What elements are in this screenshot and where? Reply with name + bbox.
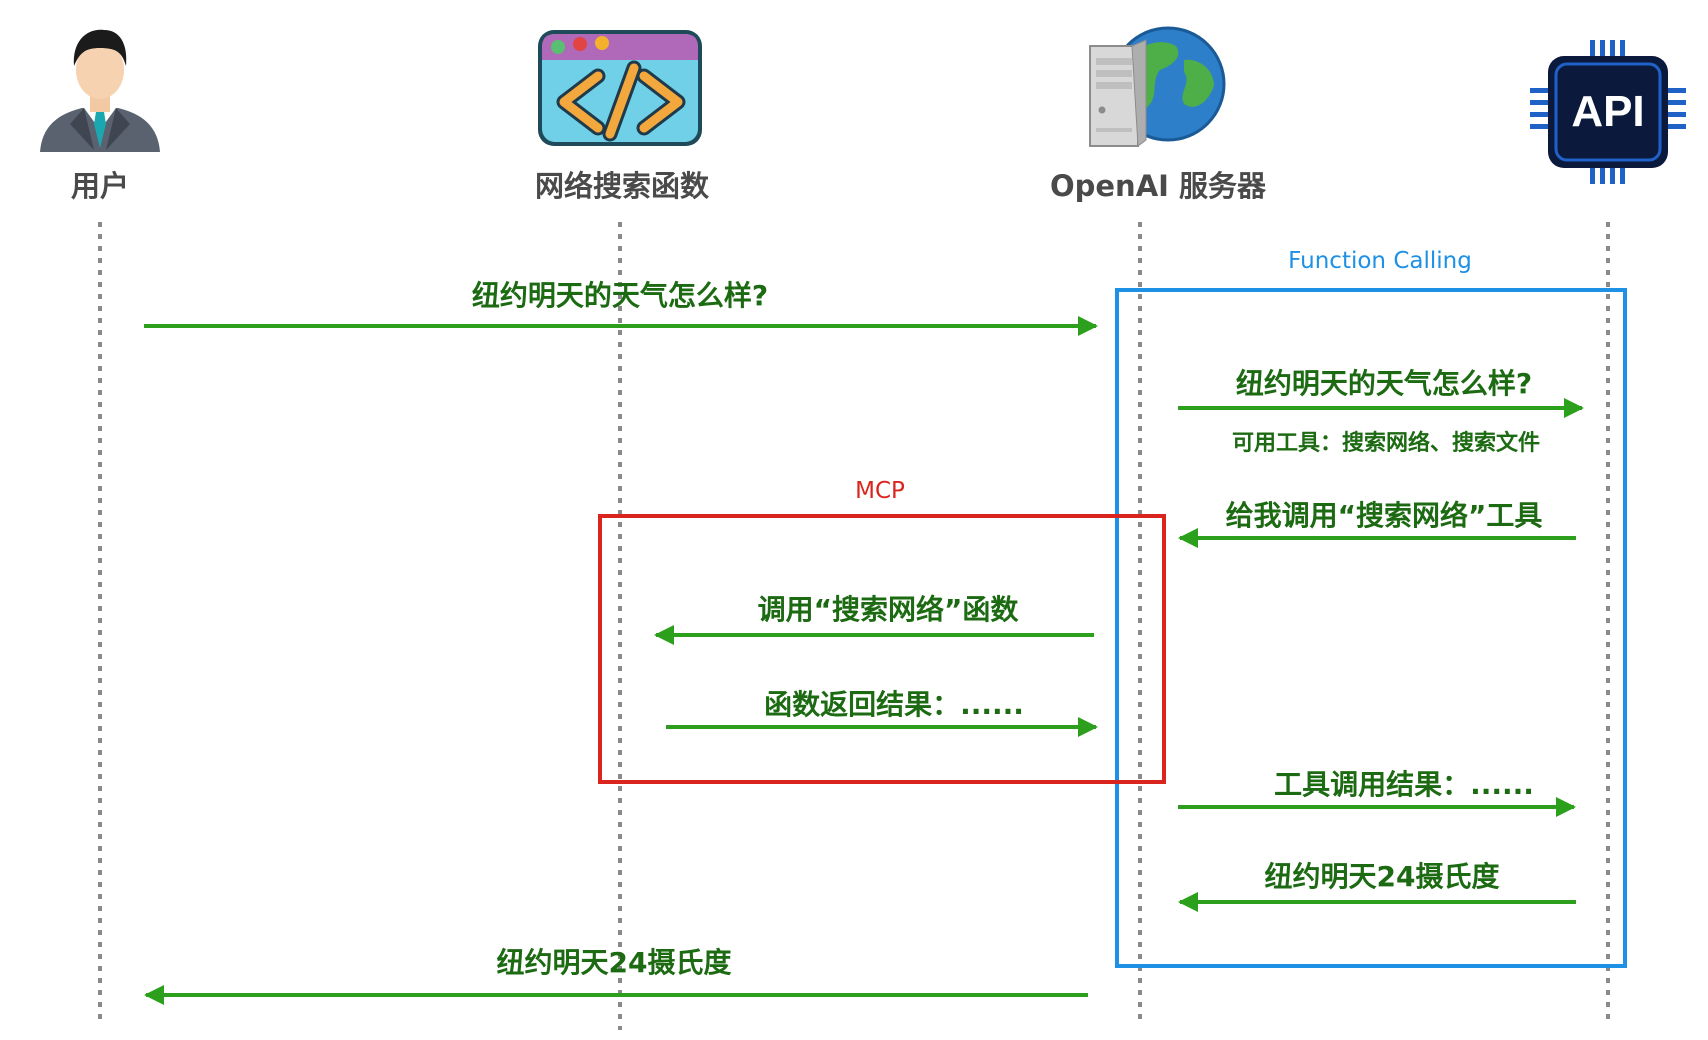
message-label-m5: 函数返回结果：...... — [764, 688, 1024, 721]
user-avatar-icon — [40, 29, 160, 152]
message-label-m8: 纽约明天24摄氏度 — [496, 946, 732, 979]
message-label-m3: 给我调用“搜索网络”工具 — [1225, 499, 1543, 532]
mcp-title: MCP — [855, 478, 905, 504]
api-chip-label: API — [1571, 87, 1644, 136]
message-label-m7: 纽约明天24摄氏度 — [1264, 860, 1500, 893]
code-window-icon — [538, 30, 702, 146]
message-label-m1: 纽约明天的天气怎么样? — [471, 279, 769, 312]
actor-label-search-function: 网络搜索函数 — [534, 169, 710, 203]
function-calling-title: Function Calling — [1288, 248, 1472, 274]
message-label-m2: 纽约明天的天气怎么样? — [1235, 367, 1533, 400]
mcp-box — [598, 514, 1166, 784]
function-calling-box — [1115, 288, 1627, 968]
message-label-m6: 工具调用结果：...... — [1274, 768, 1534, 801]
message-sublabel-m2: 可用工具：搜索网络、搜索文件 — [1231, 431, 1541, 456]
message-label-m4: 调用“搜索网络”函数 — [757, 593, 1019, 626]
actor-label-user: 用户 — [70, 169, 130, 203]
server-globe-icon — [1089, 26, 1226, 147]
api-chip-icon: API — [1530, 40, 1686, 184]
actor-label-openai-server: OpenAI 服务器 — [1049, 169, 1267, 203]
